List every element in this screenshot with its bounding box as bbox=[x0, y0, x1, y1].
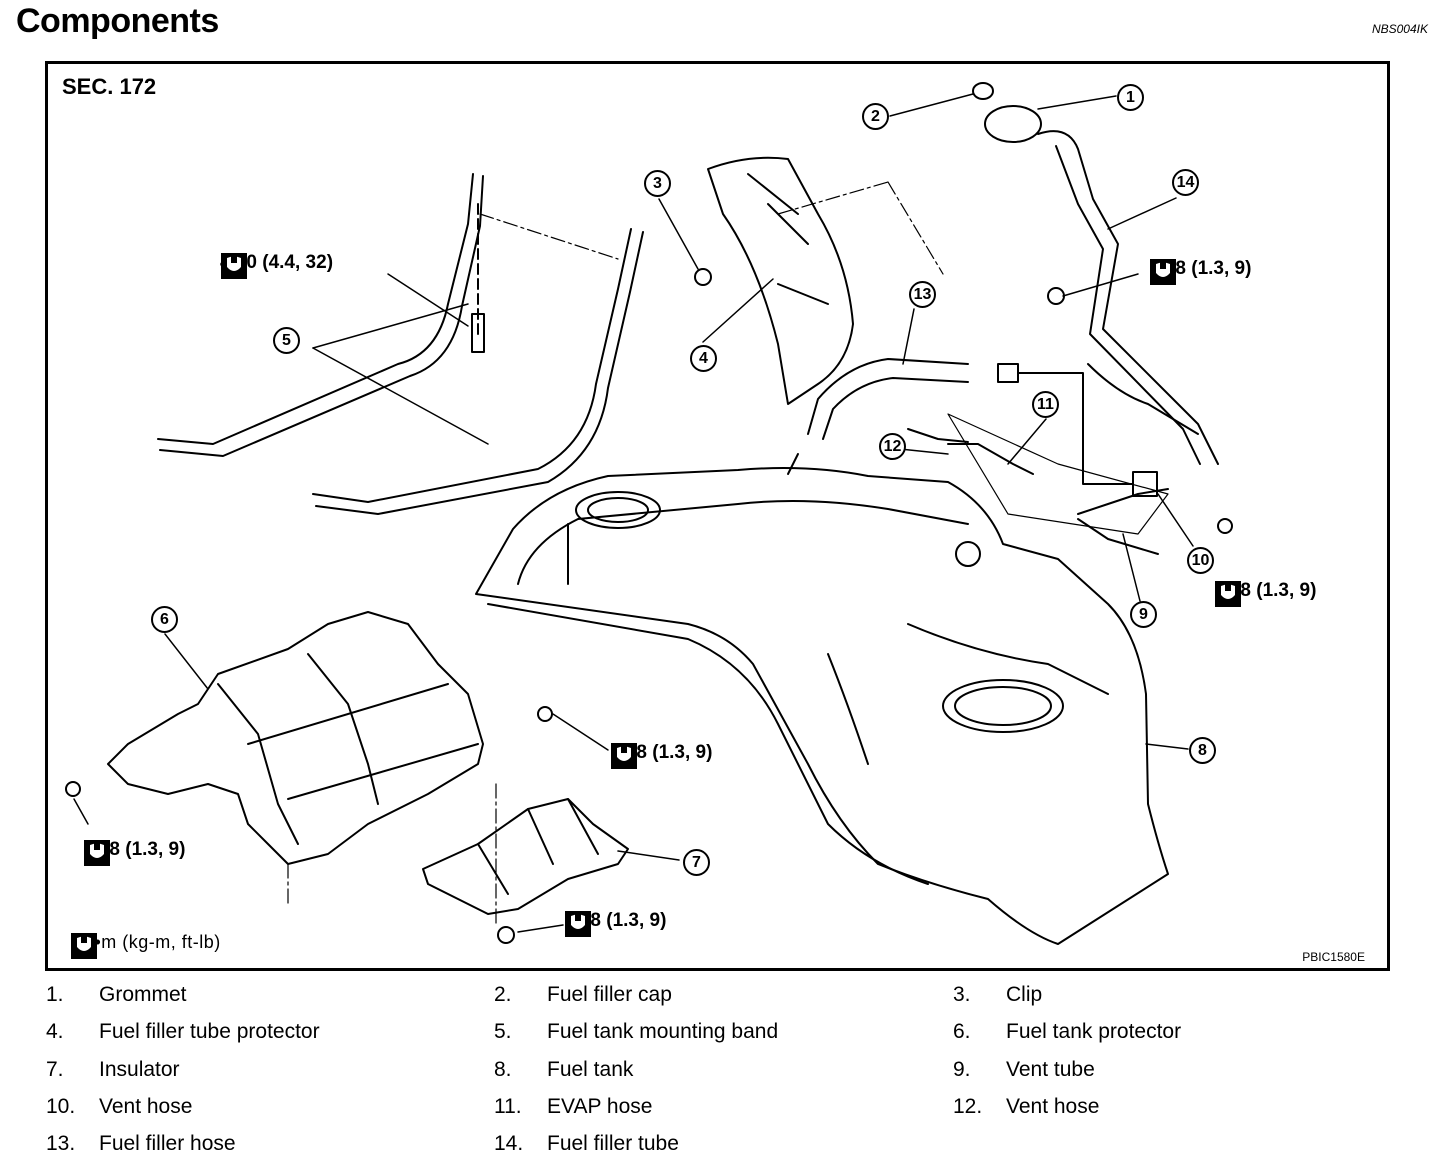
callout-badge: 3 bbox=[644, 170, 671, 197]
callout-badge: 13 bbox=[909, 281, 936, 308]
unit-legend: : N•m (kg-m, ft-lb) bbox=[70, 932, 221, 959]
callout-badge: 2 bbox=[862, 103, 889, 130]
callout-badge: 6 bbox=[151, 606, 178, 633]
filler-tube-drawing bbox=[972, 82, 1219, 465]
figure-code: PBIC1580E bbox=[1302, 950, 1365, 964]
torque-spec: 12.8 (1.3, 9) bbox=[564, 910, 666, 937]
leader-lines bbox=[73, 93, 1194, 933]
callout-badge: 9 bbox=[1130, 601, 1157, 628]
fasteners-drawing bbox=[65, 268, 1233, 944]
torque-spec: 12.8 (1.3, 9) bbox=[1149, 258, 1251, 285]
insulator-drawing bbox=[422, 798, 629, 915]
callout-badge: 8 bbox=[1189, 737, 1216, 764]
torque-spec: 12.8 (1.3, 9) bbox=[1214, 580, 1316, 607]
section-label: SEC. 172 bbox=[62, 74, 157, 99]
torque-wrench-icon bbox=[84, 840, 110, 866]
torque-wrench-icon bbox=[221, 253, 247, 279]
callout-badge: 4 bbox=[690, 345, 717, 372]
diagram-frame: SEC. 172 43.0 (4.4, 32) 12.8 (1.3, 9) 12… bbox=[45, 61, 1390, 971]
torque-spec: 43.0 (4.4, 32) bbox=[220, 252, 334, 279]
torque-wrench-icon bbox=[1150, 259, 1176, 285]
exploded-view-drawing bbox=[65, 82, 1233, 945]
torque-wrench-icon bbox=[565, 911, 591, 937]
torque-wrench-icon bbox=[1215, 581, 1241, 607]
alignment-lines bbox=[287, 181, 944, 925]
page-title: Components bbox=[16, 2, 219, 40]
filler-tube-protector-drawing bbox=[707, 156, 854, 405]
vent-lines-drawing bbox=[907, 413, 1169, 555]
callout-badge: 1 bbox=[1117, 84, 1144, 111]
tank-protector-drawing bbox=[107, 611, 484, 865]
torque-wrench-icon bbox=[71, 933, 97, 959]
reference-code: NBS004IK bbox=[1371, 22, 1428, 36]
torque-spec: 12.8 (1.3, 9) bbox=[610, 742, 712, 769]
callout-badge: 5 bbox=[273, 327, 300, 354]
callout-badge: 7 bbox=[683, 849, 710, 876]
torque-value: 43.0 (4.4, 32) bbox=[220, 252, 334, 273]
callout-badge: 12 bbox=[879, 433, 906, 460]
fuel-tank-drawing bbox=[475, 467, 1169, 945]
torque-spec: 12.8 (1.3, 9) bbox=[83, 839, 185, 866]
callout-badge: 10 bbox=[1187, 547, 1214, 574]
filler-hose-drawing bbox=[787, 358, 1158, 497]
torque-wrench-icon bbox=[611, 743, 637, 769]
callout-badge: 14 bbox=[1172, 169, 1199, 196]
unit-legend-text: : N•m (kg-m, ft-lb) bbox=[70, 932, 221, 952]
mounting-band-drawing bbox=[157, 173, 644, 515]
callout-badge: 11 bbox=[1032, 391, 1059, 418]
